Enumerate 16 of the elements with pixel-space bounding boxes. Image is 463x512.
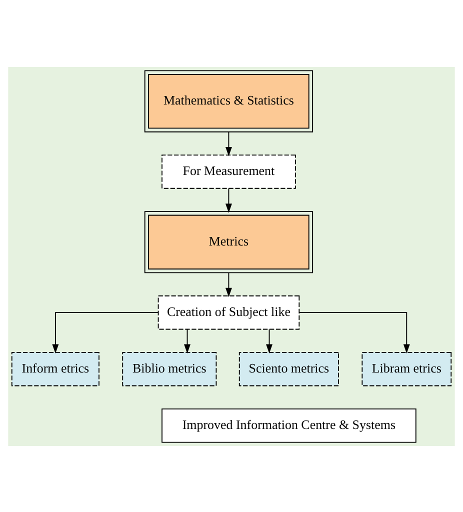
node-box: Libram etrics (362, 351, 452, 386)
arrow (184, 328, 190, 354)
node-box: Improved Information Centre & Systems (162, 408, 416, 442)
arrow (225, 272, 232, 297)
arrow (52, 312, 159, 354)
arrow (266, 328, 272, 354)
arrow (298, 312, 410, 354)
node-box: Sciento metrics (238, 351, 339, 386)
arrow (225, 131, 232, 156)
node-box: Biblio metrics (122, 351, 217, 386)
node-box: For Measurement (162, 154, 296, 188)
node-box: Creation of Subject like (158, 294, 300, 330)
node-box: Inform etrics (11, 351, 100, 386)
arrow (225, 187, 232, 212)
node-box: Metrics (144, 210, 314, 273)
node-box: Mathematics & Statistics (144, 70, 314, 132)
